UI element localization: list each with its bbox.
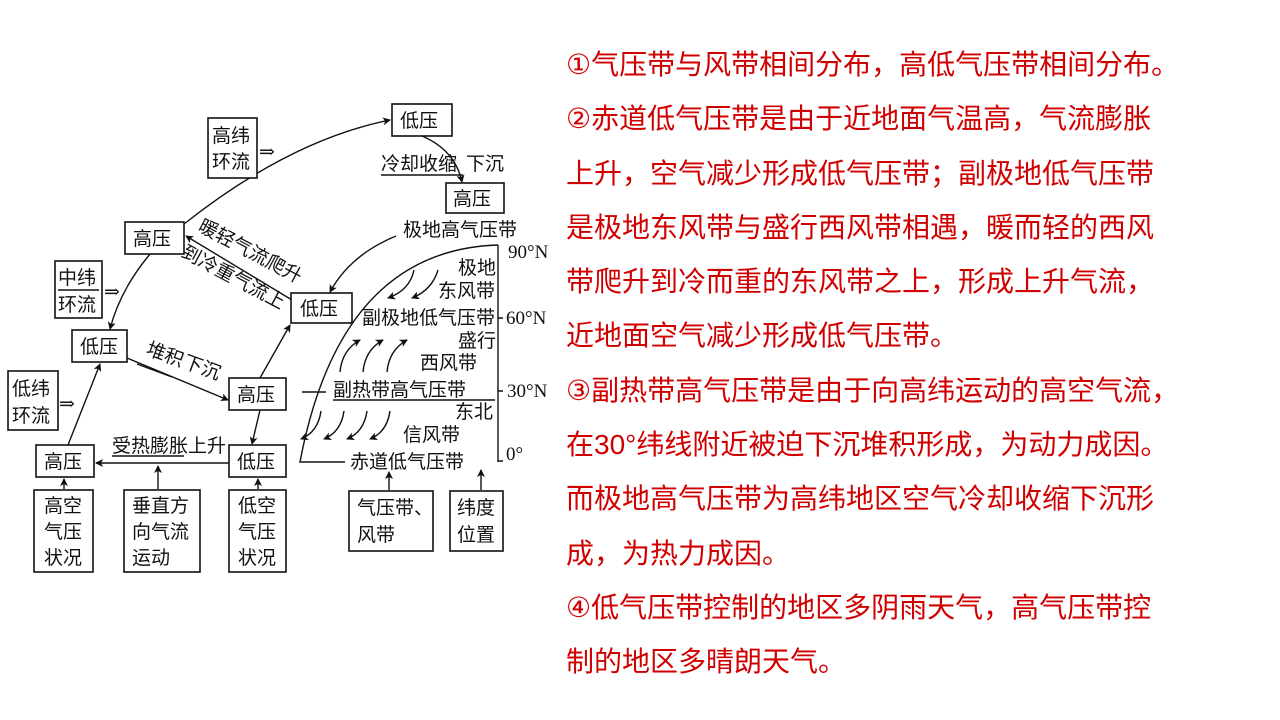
svg-text:高压: 高压 — [44, 451, 82, 473]
lower-pressure-box: 低空 气压 状况 — [228, 489, 287, 573]
lat-30-label: 30°N — [507, 381, 548, 402]
svg-text:状况: 状况 — [238, 547, 276, 569]
bottom-low-box: 低压 — [228, 444, 287, 478]
double-arrow-icon: ⇒ — [59, 394, 75, 415]
svg-text:位置: 位置 — [457, 524, 495, 546]
latitude-axis — [299, 244, 503, 463]
svg-text:中纬: 中纬 — [58, 267, 96, 289]
note-line: 是极地东风带与盛行西风带相遇，暖而轻的西风 — [566, 211, 1155, 243]
descend-label: 下沉 — [180, 351, 223, 385]
svg-text:低压: 低压 — [237, 451, 275, 473]
top-low-box: 低压 — [391, 103, 453, 137]
explanation-notes: ①气压带与风带相间分布，高低气压带相间分布。 ②赤道低气压带是由于近地面气温高，… — [566, 38, 1266, 690]
left-low-box: 低压 — [71, 329, 128, 363]
svg-text:向气流: 向气流 — [132, 521, 189, 543]
latitude-box: 纬度 位置 — [449, 490, 504, 552]
svg-text:高空: 高空 — [44, 495, 82, 517]
accumulate-label: 堆积 — [143, 338, 186, 372]
svg-text:高压: 高压 — [133, 228, 171, 250]
svg-text:环流: 环流 — [58, 294, 96, 316]
svg-text:低压: 低压 — [80, 336, 118, 358]
high-lat-cell-box: 高纬 环流 ⇒ — [207, 117, 275, 179]
note-line: ④低气压带控制的地区多阴雨天气，高气压带控 — [566, 591, 1152, 623]
svg-text:环流: 环流 — [212, 151, 250, 173]
upper-pressure-box: 高空 气压 状况 — [33, 489, 94, 573]
svg-text:垂直方: 垂直方 — [132, 495, 189, 517]
westerlies-label: 西风带 — [420, 352, 477, 374]
svg-text:低空: 低空 — [238, 495, 276, 517]
wind-arrows — [300, 269, 439, 441]
equatorial-low-label: 赤道低气压带 — [350, 451, 464, 473]
upper-high-box: 高压 — [124, 221, 185, 255]
top-high-box: 高压 — [445, 182, 505, 214]
low-lat-cell-box: 低纬 环流 ⇒ — [7, 370, 75, 431]
sink-label: 下沉 — [466, 153, 504, 175]
svg-text:气压: 气压 — [44, 521, 82, 543]
note-line: 带爬升到冷而重的东风带之上，形成上升气流， — [566, 266, 1155, 298]
svg-text:高压: 高压 — [237, 384, 275, 406]
svg-text:气压带、: 气压带、 — [357, 497, 433, 519]
note-line: 上升，空气减少形成低气压带；副极地低气压带 — [566, 157, 1155, 189]
note-line: ①气压带与风带相间分布，高低气压带相间分布。 — [566, 49, 1180, 80]
belts-box: 气压带、 风带 — [348, 490, 434, 552]
note-line: 成，为热力成因。 — [566, 537, 791, 569]
mid-high-box: 高压 — [228, 377, 287, 411]
subtropical-high-label: 副热带高气压带 — [333, 379, 466, 401]
double-arrow-icon: ⇒ — [259, 142, 275, 163]
svg-text:低纬: 低纬 — [12, 378, 50, 400]
cooling-label: 冷却收缩 — [381, 153, 457, 175]
bottom-high-box: 高压 — [35, 444, 95, 478]
note-line: ③副热带高气压带是由于向高纬运动的高空气流， — [566, 374, 1180, 406]
mid-low-box: 低压 — [290, 292, 353, 324]
lat-60-label: 60°N — [506, 308, 547, 329]
svg-text:环流: 环流 — [12, 405, 50, 427]
double-arrow-icon: ⇒ — [104, 282, 120, 303]
polar-easterlies-label: 东风带 — [438, 280, 495, 302]
vertical-flow-box: 垂直方 向气流 运动 — [123, 489, 201, 573]
flow-arrows — [60, 117, 485, 490]
atmospheric-circulation-diagram: 低压 高压 高压 低压 低压 高压 高压 低压 高纬 环流 ⇒ 中纬 环流 ⇒ … — [7, 103, 549, 573]
svg-text:纬度: 纬度 — [457, 497, 495, 519]
note-line: 近地面空气减少形成低气压带。 — [566, 320, 959, 352]
subpolar-low-label: 副极地低气压带 — [362, 307, 495, 329]
westerlies-label: 盛行 — [458, 330, 496, 352]
note-line: 制的地区多晴朗天气。 — [566, 646, 847, 678]
svg-text:气压: 气压 — [238, 521, 276, 543]
svg-text:低压: 低压 — [400, 110, 438, 132]
svg-text:高压: 高压 — [453, 188, 491, 210]
note-line: ②赤道低气压带是由于近地面气温高，气流膨胀 — [566, 103, 1152, 135]
mid-lat-cell-box: 中纬 环流 ⇒ — [54, 260, 120, 319]
heat-rise-label: 受热膨胀上升 — [112, 435, 226, 457]
note-line: 在30°纬线附近被迫下沉堆积形成，为动力成因。 — [566, 429, 1169, 461]
svg-text:高纬: 高纬 — [212, 125, 250, 147]
polar-high-label: 极地高气压带 — [403, 219, 517, 241]
trade-winds-label: 信风带 — [403, 424, 460, 446]
svg-text:状况: 状况 — [44, 547, 82, 569]
svg-text:运动: 运动 — [132, 547, 170, 569]
lat-90-label: 90°N — [508, 242, 549, 263]
lat-0-label: 0° — [506, 444, 523, 465]
svg-text:低压: 低压 — [300, 298, 338, 320]
polar-easterlies-label: 极地 — [458, 257, 496, 279]
note-line: 而极地高气压带为高纬地区空气冷却收缩下沉形 — [566, 483, 1155, 515]
svg-text:风带: 风带 — [357, 524, 395, 546]
trade-winds-label: 东北 — [455, 401, 493, 423]
